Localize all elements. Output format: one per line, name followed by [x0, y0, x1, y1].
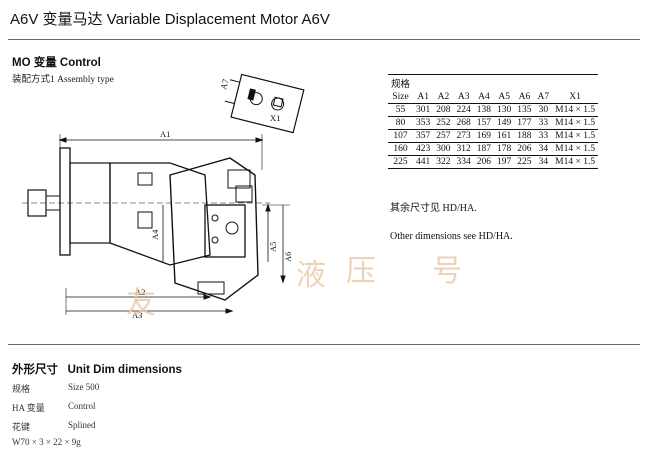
watermark-char: 号	[432, 254, 462, 289]
cell-x1: M14 × 1.5	[552, 129, 599, 143]
spec-label: W70 × 3 × 22 × 9g	[12, 437, 81, 447]
dim-label-x1: X1	[270, 113, 280, 123]
control-valve-detail	[224, 73, 305, 134]
note-en: Other dimensions see HD/HA.	[390, 231, 513, 242]
dim-label-a1: A1	[160, 129, 170, 139]
control-heading: MO 变量 Control	[12, 57, 101, 69]
spec-value: Size 500	[68, 382, 100, 392]
mounting-flange	[59, 147, 71, 256]
dim-label-a2: A2	[135, 287, 145, 297]
cell-a3: 224	[453, 103, 474, 117]
cell-a1: 423	[413, 142, 434, 156]
cell-a6: 225	[514, 155, 535, 169]
cell-a7: 33	[534, 129, 553, 143]
cell-a2: 322	[433, 155, 454, 169]
size-column-header: Size	[388, 91, 414, 104]
table-row: 55 301 208 224 138 130 135 30 M14 × 1.5	[388, 103, 599, 117]
dim-label-a4: A4	[150, 229, 160, 240]
cell-a2: 252	[433, 116, 454, 130]
cell-a3: 334	[453, 155, 474, 169]
dim-label-a7: A7	[218, 78, 230, 91]
section-divider	[8, 344, 640, 345]
cell-a3: 312	[453, 142, 474, 156]
spec-row: HA 变量 Control	[12, 401, 96, 414]
cell-size: 80	[388, 116, 414, 130]
spec-label: 花键	[12, 422, 31, 432]
cell-a7: 34	[534, 142, 553, 156]
unit-dim-heading: 外形尺寸 Unit Dim dimensions	[12, 364, 182, 376]
cell-a4: 206	[473, 155, 495, 169]
dim-label-a3: A3	[132, 310, 142, 320]
cell-a4: 138	[473, 103, 495, 117]
spec-row: W70 × 3 × 22 × 9g	[12, 437, 81, 447]
cell-a4: 169	[473, 129, 495, 143]
cell-a7: 33	[534, 116, 553, 130]
cell-a4: 187	[473, 142, 495, 156]
note-cn: 其余尺寸见 HD/HA.	[390, 203, 477, 214]
cell-a2: 300	[433, 142, 454, 156]
cell-a6: 206	[514, 142, 535, 156]
assembly-type-label: 装配方式1 Assembly type	[12, 75, 114, 85]
cell-x1: M14 × 1.5	[552, 155, 599, 169]
watermark-char: 压	[346, 254, 376, 289]
cell-size: 160	[388, 142, 414, 156]
column-header: X1	[552, 91, 599, 104]
column-header: A4	[473, 91, 495, 104]
cell-a2: 208	[433, 103, 454, 117]
page-title: A6V 变量马达 Variable Displacement Motor A6V	[10, 11, 330, 28]
cell-a1: 301	[413, 103, 434, 117]
watermark-char: 友	[126, 286, 156, 321]
cell-a6: 177	[514, 116, 535, 130]
dimensions-table: 规格 Size A1 A2 A3 A4 A5 A6 A7 X1 55 301 2…	[388, 74, 599, 169]
cell-a2: 257	[433, 129, 454, 143]
column-header: A3	[453, 91, 474, 104]
table-header-row: Size A1 A2 A3 A4 A5 A6 A7 X1	[388, 91, 599, 104]
column-header: A2	[433, 91, 454, 104]
cell-a1: 353	[413, 116, 434, 130]
port-housing	[169, 157, 259, 301]
column-header: A1	[413, 91, 434, 104]
cell-size: 55	[388, 103, 414, 117]
cell-a1: 441	[413, 155, 434, 169]
watermark-char: 液	[296, 258, 326, 293]
title-divider	[8, 39, 640, 40]
spec-row: 规格 Size 500	[12, 382, 99, 395]
spec-label: HA 变量	[12, 403, 45, 413]
dim-label-a5: A5	[268, 242, 278, 252]
table-row: 107 357 257 273 169 161 188 33 M14 × 1.5	[388, 129, 599, 143]
cell-a1: 357	[413, 129, 434, 143]
cell-a6: 188	[514, 129, 535, 143]
column-header: A5	[494, 91, 515, 104]
column-header: A6	[514, 91, 535, 104]
spec-label: 规格	[12, 384, 31, 394]
cell-a3: 273	[453, 129, 474, 143]
cell-a7: 30	[534, 103, 553, 117]
cell-a3: 268	[453, 116, 474, 130]
cell-a5: 130	[494, 103, 515, 117]
table-row: 225 441 322 334 206 197 225 34 M14 × 1.5	[388, 155, 599, 169]
cell-a5: 149	[494, 116, 515, 130]
cell-size: 107	[388, 129, 414, 143]
cell-size: 225	[388, 155, 414, 169]
cell-a7: 34	[534, 155, 553, 169]
cell-x1: M14 × 1.5	[552, 116, 599, 130]
cell-a5: 197	[494, 155, 515, 169]
spec-value: Splined	[68, 420, 96, 430]
cell-a5: 161	[494, 129, 515, 143]
motor-body	[109, 162, 211, 266]
spec-row: 花键 Splined	[12, 420, 96, 433]
cell-a5: 178	[494, 142, 515, 156]
dim-label-a6: A6	[283, 252, 293, 262]
cell-a4: 157	[473, 116, 495, 130]
spec-value: Control	[68, 401, 96, 411]
column-header: A7	[534, 91, 553, 104]
table-header-label: 规格	[388, 74, 414, 91]
table-row: 160 423 300 312 187 178 206 34 M14 × 1.5	[388, 142, 599, 156]
table-row: 80 353 252 268 157 149 177 33 M14 × 1.5	[388, 116, 599, 130]
cell-x1: M14 × 1.5	[552, 103, 599, 117]
cell-a6: 135	[514, 103, 535, 117]
cell-x1: M14 × 1.5	[552, 142, 599, 156]
